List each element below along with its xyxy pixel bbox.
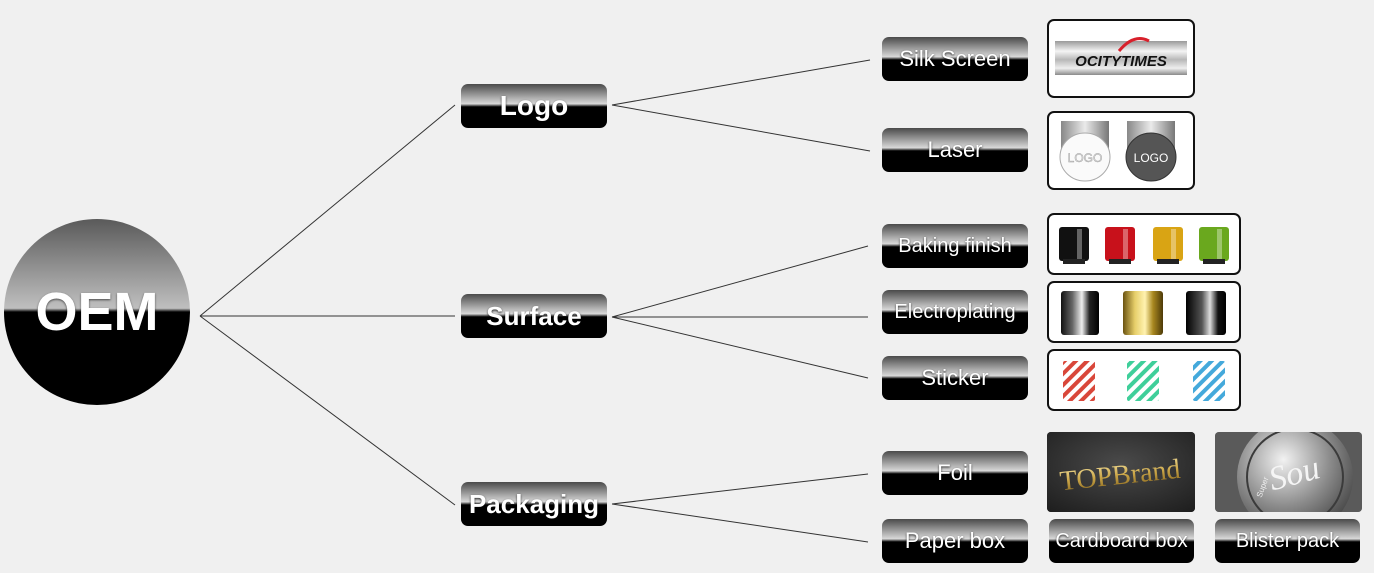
method-electroplating: Electroplating — [882, 290, 1028, 334]
sticker-sample-image — [1063, 361, 1225, 401]
electroplating-sample-image — [1061, 291, 1226, 335]
label-cardboard-box: Cardboard box — [1049, 519, 1194, 563]
category-surface: Surface — [461, 294, 607, 338]
method-paper-box: Paper box — [882, 519, 1028, 563]
method-label: Baking finish — [898, 234, 1012, 257]
blister-sample-image: Sou Super — [1215, 432, 1362, 512]
sample-foil: TOPBrand — [1047, 432, 1195, 512]
connector-logo-silk — [611, 59, 871, 106]
category-packaging: Packaging — [461, 482, 607, 526]
sample-blister: Sou Super — [1215, 432, 1362, 512]
sample-electroplating — [1047, 281, 1241, 343]
method-label: Silk Screen — [899, 46, 1011, 71]
sample-label: Blister pack — [1235, 529, 1340, 552]
sample-label: Cardboard box — [1055, 529, 1188, 552]
connector-surface-sticker — [611, 316, 869, 379]
connector-oem-logo — [199, 104, 456, 317]
connector-surface-baking — [611, 245, 869, 318]
method-laser: Laser — [882, 128, 1028, 172]
laser-cap-text-1: LOGO — [1068, 151, 1103, 165]
baking-can — [1059, 227, 1089, 264]
method-label: Laser — [927, 137, 983, 162]
foil-sample-image: TOPBrand — [1047, 432, 1195, 512]
sample-baking-finish — [1047, 213, 1241, 275]
silk-screen-sample-image: OCITYTIMES — [1055, 37, 1187, 75]
baking-finish-sample-image — [1059, 227, 1229, 264]
method-label: Foil — [937, 460, 973, 485]
baking-can — [1153, 227, 1183, 264]
connector-logo-laser — [611, 104, 871, 152]
category-logo: Logo — [461, 84, 607, 128]
method-sticker: Sticker — [882, 356, 1028, 400]
sticker-swatch — [1127, 361, 1159, 401]
method-silk-screen: Silk Screen — [882, 37, 1028, 81]
baking-can — [1105, 227, 1135, 264]
baking-can — [1199, 227, 1229, 264]
root-node-oem: OEM — [4, 219, 190, 405]
method-label: Sticker — [921, 365, 989, 390]
sample-silk-screen: OCITYTIMES — [1047, 19, 1195, 98]
method-baking-finish: Baking finish — [882, 224, 1028, 268]
method-foil: Foil — [882, 451, 1028, 495]
category-label: Surface — [486, 300, 582, 331]
category-label: Logo — [499, 90, 569, 121]
label-blister-pack: Blister pack — [1215, 519, 1360, 563]
silk-screen-brand-text: OCITYTIMES — [1075, 53, 1167, 70]
root-label: OEM — [35, 282, 159, 342]
laser-sample-image: LOGO LOGO — [1059, 121, 1177, 182]
sticker-swatch — [1063, 361, 1095, 401]
method-label: Paper box — [904, 528, 1006, 553]
laser-cap-text-2: LOGO — [1134, 151, 1169, 165]
category-label: Packaging — [468, 488, 600, 519]
sample-laser: LOGO LOGO — [1047, 111, 1195, 190]
connector-packaging-paper — [611, 503, 869, 543]
method-label: Electroplating — [894, 300, 1016, 323]
sticker-swatch — [1193, 361, 1225, 401]
connector-packaging-foil — [611, 473, 869, 505]
connector-oem-packaging — [199, 315, 456, 506]
sample-sticker — [1047, 349, 1241, 411]
